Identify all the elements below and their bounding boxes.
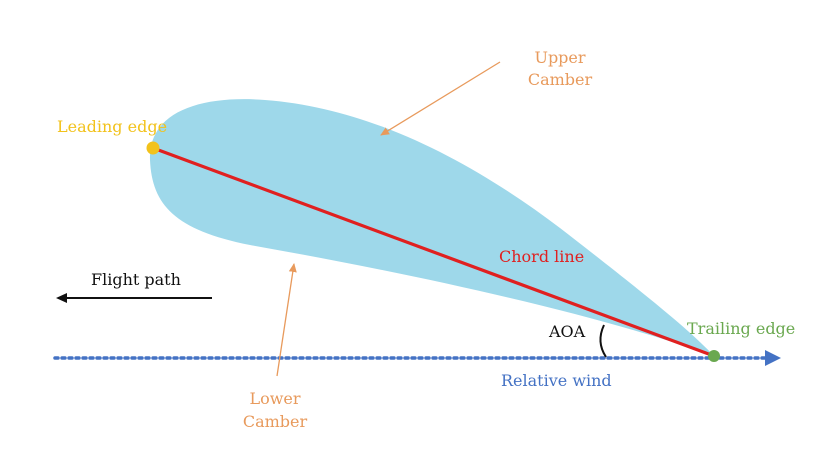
upper-camber-label-line1: Upper (534, 48, 585, 67)
leading-edge-dot (146, 141, 160, 155)
lower-camber-label-line1: Lower (249, 389, 300, 408)
relative-wind-arrowhead (765, 350, 781, 366)
aoa-arc (599, 324, 607, 358)
trailing-edge-label: Trailing edge (687, 319, 795, 338)
aoa-label: AOA (548, 322, 586, 341)
chord-line-label: Chord line (499, 247, 584, 266)
flight-path-label: Flight path (91, 270, 181, 289)
chord-line (152, 146, 715, 358)
relative-wind-label: Relative wind (501, 371, 612, 390)
upper-camber-arrow (380, 61, 501, 136)
lower-camber-label-line2: Camber (243, 412, 308, 431)
lower-camber-arrow (276, 263, 297, 377)
airfoil-shape (149, 99, 714, 356)
leading-edge-label: Leading edge (57, 117, 167, 136)
trailing-edge-dot (708, 350, 720, 362)
upper-camber-label-line2: Camber (528, 70, 593, 89)
